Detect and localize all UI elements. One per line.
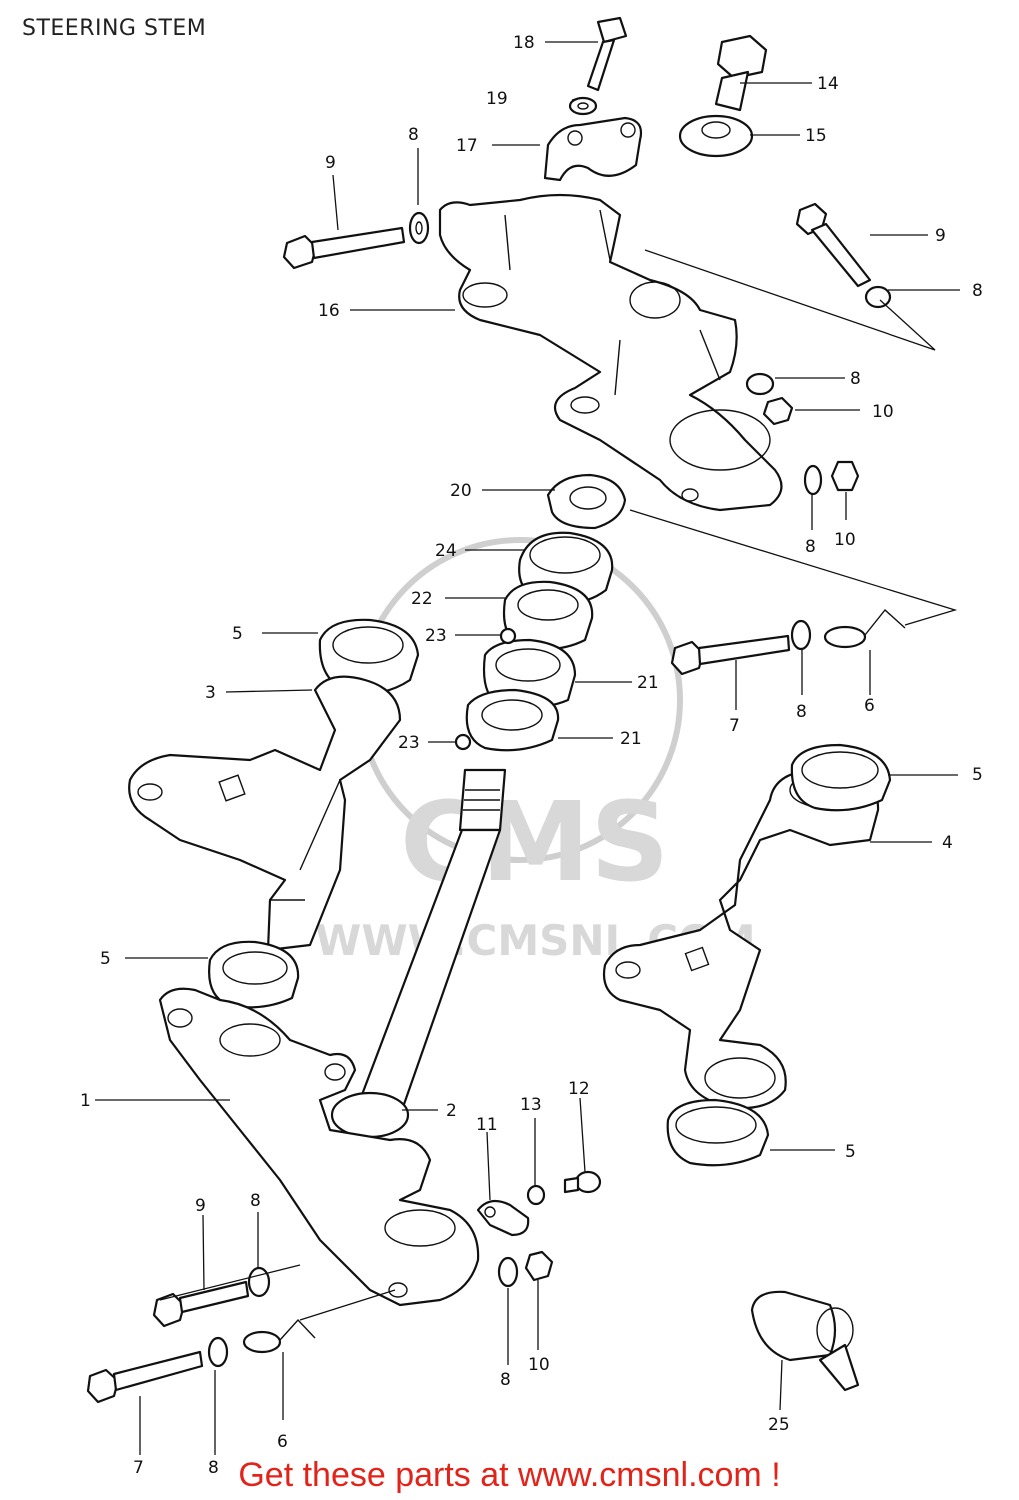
part-5-cushion-right-upper [790,743,892,812]
assembly-guide-lines [159,249,958,1321]
callout-8-upper: 8 [408,125,419,145]
part-12-screw [563,1170,602,1194]
callout-24: 24 [435,541,457,561]
callout-9-upper: 9 [325,153,336,173]
part-8-washer-lower-center [497,1256,519,1288]
callout-10-lower: 10 [528,1355,550,1375]
part-10-nut [762,396,794,426]
part-16-upper-bracket [438,193,783,512]
callout-20: 20 [450,481,472,501]
callout-8-lower-center: 8 [500,1370,511,1390]
callout-5-mid-left: 5 [100,949,111,969]
diagram-title: STEERING STEM [22,16,207,41]
part-6-clip-lower [242,1318,316,1354]
part-11-stopper [476,1199,530,1237]
callout-8-right: 8 [972,281,983,301]
callout-18: 18 [513,33,535,53]
callout-12: 12 [568,1079,590,1099]
part-1-lower-bracket [158,987,480,1307]
part-2-steering-stem [330,768,507,1139]
part-19-washer [568,96,598,116]
part-8-washer-left [408,211,430,245]
callout-8-small: 8 [805,537,816,557]
part-7-bolt-lower [86,1350,204,1404]
callout-21-upper: 21 [637,673,659,693]
callout-8-upper-right: 8 [796,702,807,722]
callout-3: 3 [205,683,216,703]
part-22-bearing-race [502,580,594,651]
callout-8-bottom: 8 [208,1458,219,1478]
part-8-washer-right [745,285,892,396]
callout-9-lower: 9 [195,1196,206,1216]
callout-8-lower-left: 8 [250,1191,261,1211]
part-18-bolt [586,16,628,92]
callout-14: 14 [817,74,839,94]
part-9-bolt-right [795,202,872,288]
part-10-nut-lower [524,1250,554,1282]
part-8-washer-upper-right [790,619,812,651]
callout-23-lower: 23 [398,733,420,753]
callout-16: 16 [318,301,340,321]
part-23-steel-ball-lower [454,733,472,751]
callout-5-upper-left: 5 [232,624,243,644]
callout-17: 17 [456,136,478,156]
part-17-handlebar-holder [543,116,643,182]
part-7-bolt-upper [670,634,791,676]
part-21-bearing-lower [465,688,560,752]
callout-10-mid: 10 [872,402,894,422]
callout-10-small: 10 [834,530,856,550]
callout-6-lower: 6 [277,1432,288,1452]
part-6-clip-upper [823,608,906,649]
part-14-bolt [714,34,768,112]
part-15-cushion [678,114,754,158]
callout-25: 25 [768,1415,790,1435]
callout-23-upper: 23 [425,626,447,646]
callout-6-upper: 6 [864,696,875,716]
callout-7-upper: 7 [729,716,740,736]
part-20-steering-nut [546,473,627,530]
part-8-washer-lower-left [247,1266,271,1298]
callout-13: 13 [520,1095,542,1115]
callout-9-right: 9 [935,226,946,246]
callout-4: 4 [942,833,953,853]
part-8-10-pair-right [803,460,860,496]
part-5-cushion-mid-left [208,940,300,1009]
callout-21-lower: 21 [620,729,642,749]
part-3-headlight-bracket-left [128,675,402,952]
part-13-washer [526,1184,546,1206]
callout-5-right-lower: 5 [845,1142,856,1162]
part-25-steering-lock [750,1290,860,1392]
callout-19: 19 [486,89,508,109]
callout-22: 22 [411,589,433,609]
callout-labels: 18 14 19 15 17 8 9 9 8 16 8 10 20 8 10 2… [80,33,983,1478]
callout-8-mid: 8 [850,369,861,389]
callout-5-right-upper: 5 [972,765,983,785]
part-9-bolt-left [282,226,406,270]
callout-1: 1 [80,1091,91,1111]
part-8-washer-bottom [207,1336,229,1368]
callout-7-lower: 7 [133,1458,144,1478]
part-5-cushion-right-lower [666,1098,770,1167]
footer-link-text[interactable]: Get these parts at www.cmsnl.com ! [238,1456,781,1494]
part-9-bolt-lower [152,1280,250,1328]
callout-11: 11 [476,1115,498,1135]
callout-15: 15 [805,126,827,146]
part-23-steel-ball-upper [499,627,517,645]
callout-2: 2 [446,1101,457,1121]
